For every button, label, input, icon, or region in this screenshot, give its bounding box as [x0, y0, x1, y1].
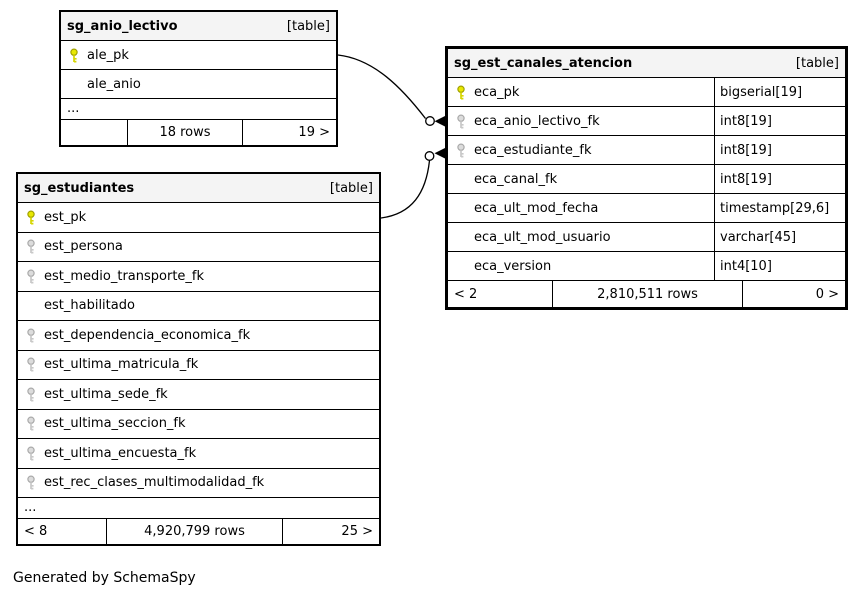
- row-count: 2,810,511 rows: [552, 281, 742, 307]
- primary-key-icon: [18, 210, 44, 225]
- foreign-key-icon: [18, 416, 44, 431]
- column-name: est_ultima_seccion_fk: [44, 416, 186, 432]
- column-type: timestamp[29,6]: [714, 194, 845, 222]
- pagination-left: < 2: [454, 286, 478, 302]
- foreign-key-icon: [18, 387, 44, 402]
- table-badge: [table]: [286, 18, 330, 34]
- foreign-key-icon: [18, 475, 44, 490]
- column-name: est_ultima_encuesta_fk: [44, 445, 197, 461]
- pagination-right: 0 >: [742, 281, 845, 307]
- column-row: eca_ult_mod_usuario varchar[45]: [448, 223, 845, 252]
- column-name: est_dependencia_economica_fk: [44, 327, 251, 343]
- column-row: est_ultima_seccion_fk: [18, 410, 379, 439]
- column-row: est_rec_clases_multimodalidad_fk: [18, 469, 379, 498]
- odot-connector-icon: [425, 116, 435, 126]
- column-row: est_persona: [18, 233, 379, 262]
- foreign-key-icon: [18, 239, 44, 254]
- column-name: est_persona: [44, 239, 123, 255]
- column-name: eca_canal_fk: [474, 171, 558, 187]
- column-type: int4[10]: [714, 252, 845, 280]
- column-row: ale_pk: [61, 41, 336, 70]
- column-row: est_pk: [18, 203, 379, 233]
- foreign-key-icon: [448, 113, 474, 129]
- table-badge: [table]: [329, 180, 373, 196]
- table-badge: [table]: [795, 55, 839, 71]
- table-node-sg-est-canales-atencion[interactable]: sg_est_canales_atencion [table] eca_pk b…: [445, 46, 848, 310]
- column-type: int8[19]: [714, 165, 845, 193]
- foreign-key-icon: [18, 269, 44, 284]
- column-row: est_dependencia_economica_fk: [18, 321, 379, 351]
- column-name: eca_pk: [474, 84, 520, 100]
- pagination-left: < 8: [24, 524, 48, 539]
- ellipsis-row: ...: [61, 99, 336, 120]
- column-name: est_medio_transporte_fk: [44, 268, 205, 284]
- column-row: eca_anio_lectivo_fk int8[19]: [448, 107, 845, 136]
- column-name: eca_ult_mod_usuario: [474, 229, 611, 245]
- primary-key-icon: [448, 84, 474, 100]
- column-type: varchar[45]: [714, 223, 845, 251]
- column-name: est_ultima_matricula_fk: [44, 357, 199, 373]
- column-row: eca_estudiante_fk int8[19]: [448, 136, 845, 165]
- column-row: est_habilitado: [18, 292, 379, 321]
- column-name: est_pk: [44, 209, 87, 225]
- column-row: est_medio_transporte_fk: [18, 262, 379, 292]
- table-footer: < 8 4,920,799 rows 25 >: [18, 519, 379, 544]
- table-title[interactable]: sg_est_canales_atencion: [454, 55, 633, 71]
- table-header[interactable]: sg_estudiantes [table]: [18, 174, 379, 203]
- column-name: est_ultima_sede_fk: [44, 386, 168, 402]
- column-type: bigserial[19]: [714, 78, 845, 106]
- column-name: eca_anio_lectivo_fk: [474, 113, 600, 129]
- table-header[interactable]: sg_anio_lectivo [table]: [61, 12, 336, 41]
- column-name: ale_anio: [87, 76, 141, 92]
- foreign-key-icon: [18, 328, 44, 343]
- table-footer: < 2 2,810,511 rows 0 >: [448, 281, 845, 307]
- table-node-sg-anio-lectivo[interactable]: sg_anio_lectivo [table] ale_pk ale_anio …: [59, 10, 338, 147]
- arrowhead-icon: [434, 148, 445, 159]
- pagination-left: [61, 120, 127, 145]
- pagination-right: 19 >: [242, 120, 336, 145]
- column-name: est_rec_clases_multimodalidad_fk: [44, 475, 265, 491]
- primary-key-icon: [61, 47, 87, 63]
- table-header[interactable]: sg_est_canales_atencion [table]: [448, 49, 845, 78]
- column-row: est_ultima_matricula_fk: [18, 351, 379, 380]
- column-row: est_ultima_sede_fk: [18, 380, 379, 410]
- table-title[interactable]: sg_estudiantes: [24, 180, 135, 196]
- column-name: eca_estudiante_fk: [474, 142, 592, 158]
- row-count: 18 rows: [127, 120, 242, 145]
- foreign-key-icon: [18, 446, 44, 461]
- column-row: est_ultima_encuesta_fk: [18, 439, 379, 469]
- pagination-right: 25 >: [282, 519, 379, 544]
- arrowhead-icon: [434, 116, 445, 127]
- foreign-key-icon: [448, 142, 474, 158]
- generated-by-caption: Generated by SchemaSpy: [13, 570, 196, 586]
- column-name: ale_pk: [87, 47, 129, 63]
- foreign-key-icon: [18, 357, 44, 372]
- row-count: 4,920,799 rows: [106, 519, 282, 544]
- ellipsis-row: ...: [18, 498, 379, 519]
- table-title[interactable]: sg_anio_lectivo: [67, 18, 178, 34]
- fk-connector-estudiante: [380, 160, 431, 219]
- column-row: eca_version int4[10]: [448, 252, 845, 281]
- column-name: eca_ult_mod_fecha: [474, 200, 599, 216]
- table-node-sg-estudiantes[interactable]: sg_estudiantes [table] est_pk est_person…: [16, 172, 381, 546]
- column-row: eca_canal_fk int8[19]: [448, 165, 845, 194]
- column-row: ale_anio: [61, 70, 336, 99]
- column-name: eca_version: [474, 258, 552, 274]
- fk-connector-anio-lectivo: [337, 54, 427, 119]
- column-row: eca_ult_mod_fecha timestamp[29,6]: [448, 194, 845, 223]
- column-name: est_habilitado: [44, 298, 135, 314]
- column-type: int8[19]: [714, 107, 845, 135]
- table-footer: 18 rows 19 >: [61, 120, 336, 145]
- odot-connector-icon: [424, 151, 435, 161]
- column-row: eca_pk bigserial[19]: [448, 78, 845, 107]
- column-type: int8[19]: [714, 136, 845, 164]
